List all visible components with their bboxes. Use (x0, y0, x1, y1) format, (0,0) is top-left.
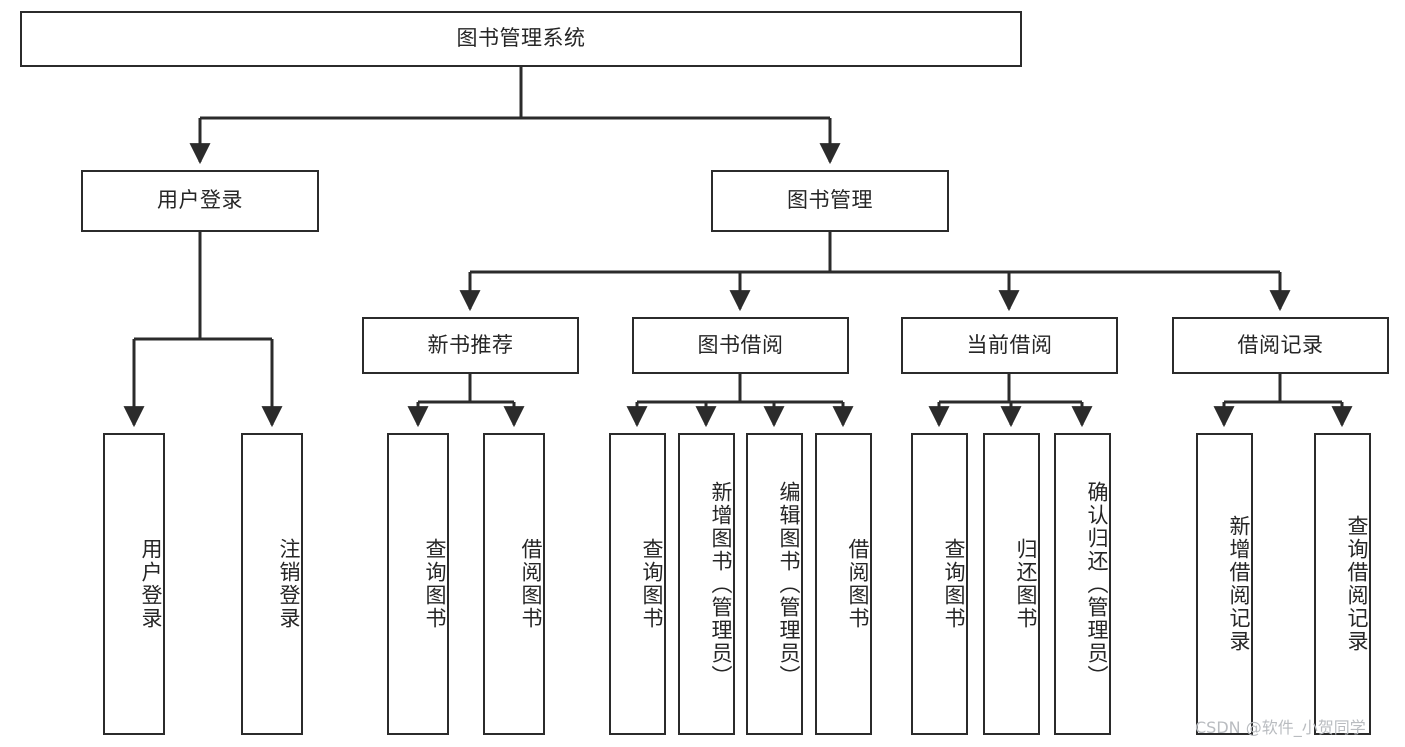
node-leaf-return-book[interactable]: 归还图书 (983, 433, 1040, 735)
node-leaf-edit-book-label: 编辑图书（管理员） (777, 480, 801, 688)
node-leaf-add-book-label: 新增图书（管理员） (709, 480, 733, 688)
node-leaf-confirm-return[interactable]: 确认归还（管理员） (1054, 433, 1111, 735)
node-root-label: 图书管理系统 (456, 26, 586, 51)
node-leaf-query-borrow-record-label: 查询借阅记录 (1345, 515, 1369, 653)
node-leaf-query-book-current[interactable]: 查询图书 (911, 433, 968, 735)
node-current-borrow[interactable]: 当前借阅 (901, 317, 1118, 374)
node-book-manage[interactable]: 图书管理 (711, 170, 949, 232)
node-leaf-borrow-book[interactable]: 借阅图书 (815, 433, 872, 735)
node-leaf-add-borrow-record[interactable]: 新增借阅记录 (1196, 433, 1253, 735)
node-leaf-edit-book[interactable]: 编辑图书（管理员） (746, 433, 803, 735)
node-leaf-user-logout-label: 注销登录 (277, 538, 301, 630)
node-leaf-borrow-book-recommend[interactable]: 借阅图书 (483, 433, 545, 735)
node-current-borrow-label: 当前借阅 (966, 332, 1053, 357)
csdn-watermark: CSDN @软件_小贺同学 (1195, 718, 1366, 737)
node-new-book-recommend[interactable]: 新书推荐 (362, 317, 579, 374)
node-leaf-add-borrow-record-label: 新增借阅记录 (1227, 515, 1251, 653)
node-leaf-user-login-label: 用户登录 (139, 538, 163, 630)
node-root[interactable]: 图书管理系统 (20, 11, 1022, 67)
node-borrow-record[interactable]: 借阅记录 (1172, 317, 1389, 374)
node-leaf-borrow-book-recommend-label: 借阅图书 (519, 538, 543, 630)
node-leaf-query-book-recommend[interactable]: 查询图书 (387, 433, 449, 735)
node-leaf-user-login[interactable]: 用户登录 (103, 433, 165, 735)
node-leaf-confirm-return-label: 确认归还（管理员） (1085, 480, 1109, 688)
node-user-login-label: 用户登录 (157, 188, 243, 213)
node-leaf-borrow-book-label: 借阅图书 (846, 538, 870, 630)
node-book-borrow[interactable]: 图书借阅 (632, 317, 849, 374)
node-borrow-record-label: 借阅记录 (1237, 332, 1324, 357)
node-leaf-return-book-label: 归还图书 (1014, 538, 1038, 630)
node-leaf-query-book-recommend-label: 查询图书 (423, 538, 447, 630)
node-book-manage-label: 图书管理 (787, 188, 873, 213)
node-leaf-user-logout[interactable]: 注销登录 (241, 433, 303, 735)
node-leaf-query-book-borrow[interactable]: 查询图书 (609, 433, 666, 735)
node-leaf-add-book[interactable]: 新增图书（管理员） (678, 433, 735, 735)
node-new-book-recommend-label: 新书推荐 (427, 332, 514, 357)
node-leaf-query-book-borrow-label: 查询图书 (640, 538, 664, 630)
node-book-borrow-label: 图书借阅 (697, 332, 784, 357)
node-leaf-query-borrow-record[interactable]: 查询借阅记录 (1314, 433, 1371, 735)
node-user-login[interactable]: 用户登录 (81, 170, 319, 232)
node-leaf-query-book-current-label: 查询图书 (942, 538, 966, 630)
